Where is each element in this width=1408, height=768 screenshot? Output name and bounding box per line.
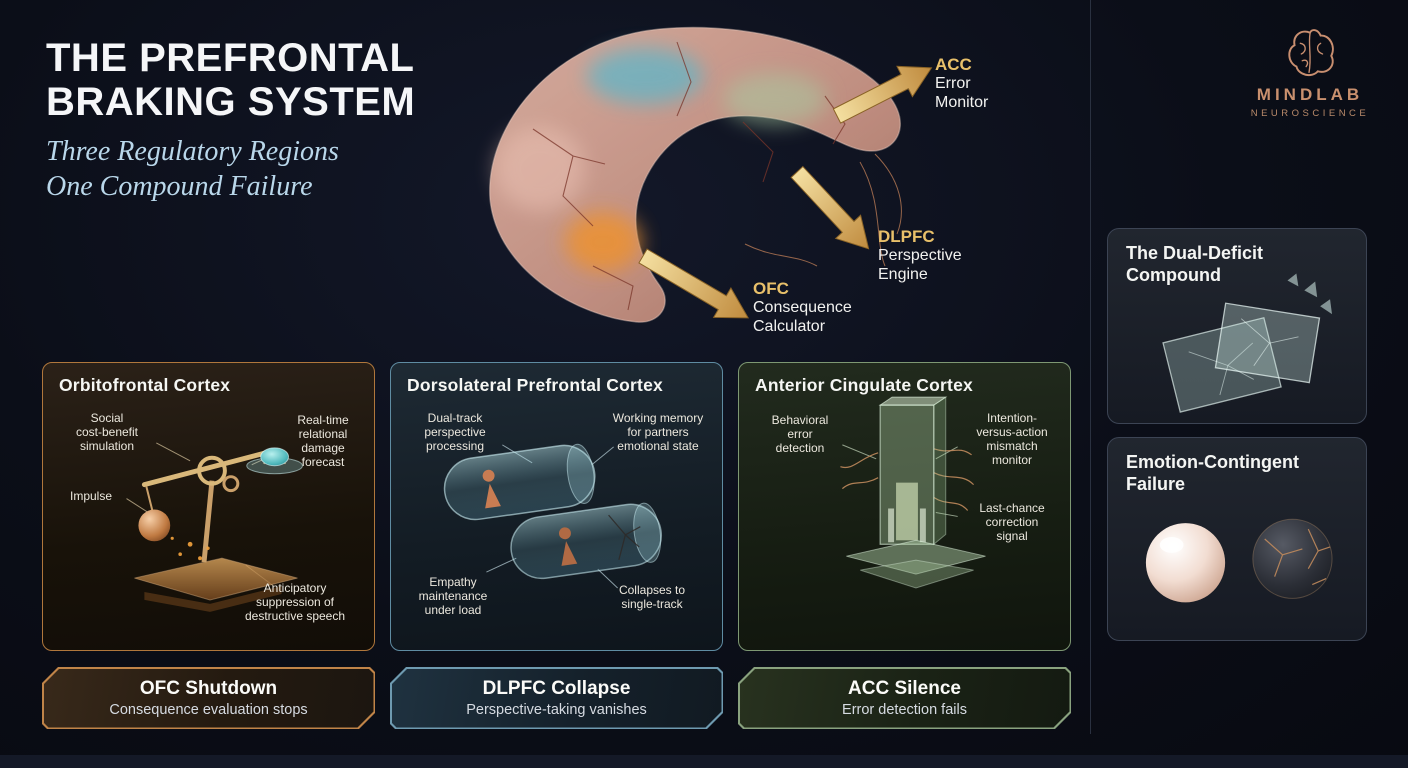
logo-subname: NEUROSCIENCE xyxy=(1250,108,1370,119)
acc-abbr: ACC xyxy=(935,55,972,74)
ofc-shutdown-banner: OFC Shutdown Consequence evaluation stop… xyxy=(42,667,375,729)
spark-dots xyxy=(170,536,210,561)
cylinder-crack-lines xyxy=(608,514,641,561)
dlpfc-collapse-banner-inner: DLPFC Collapse Perspective-taking vanish… xyxy=(392,669,722,728)
nerve-tendril-lines xyxy=(744,153,902,267)
footer-strip xyxy=(0,755,1408,768)
mindlab-logo-brain-icon xyxy=(1288,29,1334,77)
pink-region-glow xyxy=(495,127,585,211)
glass-shard-fragments xyxy=(1287,273,1333,315)
sphere-crack-lines xyxy=(1264,528,1331,586)
teal-region-glow xyxy=(587,48,703,104)
person-figure-1-icon xyxy=(482,469,495,482)
ofc-abbr: OFC xyxy=(753,279,789,298)
dlpfc-collapse-title: DLPFC Collapse xyxy=(482,678,631,699)
person-figure-2-icon xyxy=(558,527,571,540)
dlpfc-arrow-icon xyxy=(790,165,870,250)
dlpfc-label-working-memory: Working memory for partners emotional st… xyxy=(612,411,704,454)
dlpfc-card: Dorsolateral Prefrontal Cortex xyxy=(390,362,723,651)
vertical-divider xyxy=(1090,0,1091,734)
brain-illustration xyxy=(489,26,933,323)
dlpfc-collapse-subtitle: Perspective-taking vanishes xyxy=(466,702,647,718)
acc-silence-banner: ACC Silence Error detection fails xyxy=(738,667,1071,729)
ofc-label-impulse: Impulse xyxy=(69,489,113,503)
brain-crack-lines xyxy=(532,41,846,311)
ofc-label-damage-forecast: Real-time relational damage forecast xyxy=(297,413,349,470)
page-title: THE PREFRONTAL BRAKING SYSTEM xyxy=(46,36,415,124)
ofc-brain-label: OFC Consequence Calculator xyxy=(753,279,852,337)
acc-label-error-detection: Behavioral error detection xyxy=(771,413,829,456)
dual-deficit-card: The Dual-Deficit Compound xyxy=(1107,228,1367,424)
acc-silence-title: ACC Silence xyxy=(848,678,961,699)
acc-card: Anterior Cingulate Cortex Beha xyxy=(738,362,1071,651)
orange-region-glow xyxy=(565,212,641,272)
balance-scale-icon xyxy=(126,442,303,612)
dlpfc-collapse-banner: DLPFC Collapse Perspective-taking vanish… xyxy=(390,667,723,729)
shattered-glass-icon xyxy=(1162,273,1333,413)
ofc-shutdown-title: OFC Shutdown xyxy=(139,678,278,699)
emotion-contingent-card: Emotion-Contingent Failure xyxy=(1107,437,1367,641)
page-title-line1: THE PREFRONTAL xyxy=(46,36,415,80)
ofc-card: Orbitofrontal Cortex xyxy=(42,362,375,651)
dlpfc-brain-label: DLPFC Perspective Engine xyxy=(878,227,962,285)
copper-wire-lines xyxy=(840,448,975,511)
mindlab-logo: MINDLAB NEUROSCIENCE xyxy=(1245,24,1375,119)
ofc-label-suppression: Anticipatory suppression of destructive … xyxy=(244,581,346,624)
pearl-sphere-icon xyxy=(1145,523,1226,603)
page-subtitle-line1: Three Regulatory Regions xyxy=(46,136,339,167)
acc-leader-lines xyxy=(842,444,958,517)
page-subtitle-line2: One Compound Failure xyxy=(46,171,313,202)
ofc-card-title: Orbitofrontal Cortex xyxy=(59,375,231,395)
acc-label-correction-signal: Last-chance correction signal xyxy=(979,501,1045,544)
acc-label-mismatch-monitor: Intention- versus-action mismatch monito… xyxy=(976,411,1048,468)
dlpfc-label-collapses: Collapses to single-track xyxy=(618,583,686,612)
dlpfc-card-title: Dorsolateral Prefrontal Cortex xyxy=(407,375,663,395)
acc-arrow-icon xyxy=(832,65,933,124)
page-title-line2: BRAKING SYSTEM xyxy=(46,80,416,124)
green-region-glow xyxy=(723,73,827,125)
cracked-sphere-icon xyxy=(1252,518,1333,599)
page-subtitle: Three Regulatory Regions One Compound Fa… xyxy=(46,134,339,204)
acc-card-title: Anterior Cingulate Cortex xyxy=(755,375,973,395)
acc-desc: Error Monitor xyxy=(935,75,989,111)
ofc-desc: Consequence Calculator xyxy=(753,299,852,335)
logo-name: MINDLAB xyxy=(1256,85,1364,104)
dlpfc-label-dual-track: Dual-track perspective processing xyxy=(424,411,486,454)
ofc-label-social-cost: Social cost-benefit simulation xyxy=(75,411,139,454)
dlpfc-abbr: DLPFC xyxy=(878,227,935,246)
acc-silence-subtitle: Error detection fails xyxy=(842,702,967,718)
dual-deficit-title: The Dual-Deficit Compound xyxy=(1126,243,1264,285)
ofc-shutdown-banner-inner: OFC Shutdown Consequence evaluation stop… xyxy=(44,669,374,728)
ofc-arrow-icon xyxy=(638,248,749,319)
glass-tower-icon xyxy=(840,396,986,589)
acc-brain-label: ACC Error Monitor xyxy=(935,55,988,113)
dual-cylinders-icon xyxy=(443,443,663,589)
spheres-illustration xyxy=(1145,518,1333,603)
dlpfc-desc: Perspective Engine xyxy=(878,247,962,283)
acc-silence-banner-inner: ACC Silence Error detection fails xyxy=(740,669,1070,728)
ofc-shutdown-subtitle: Consequence evaluation stops xyxy=(109,702,308,718)
dlpfc-label-empathy: Empathy maintenance under load xyxy=(418,575,488,618)
emotion-contingent-title: Emotion-Contingent Failure xyxy=(1126,452,1299,494)
